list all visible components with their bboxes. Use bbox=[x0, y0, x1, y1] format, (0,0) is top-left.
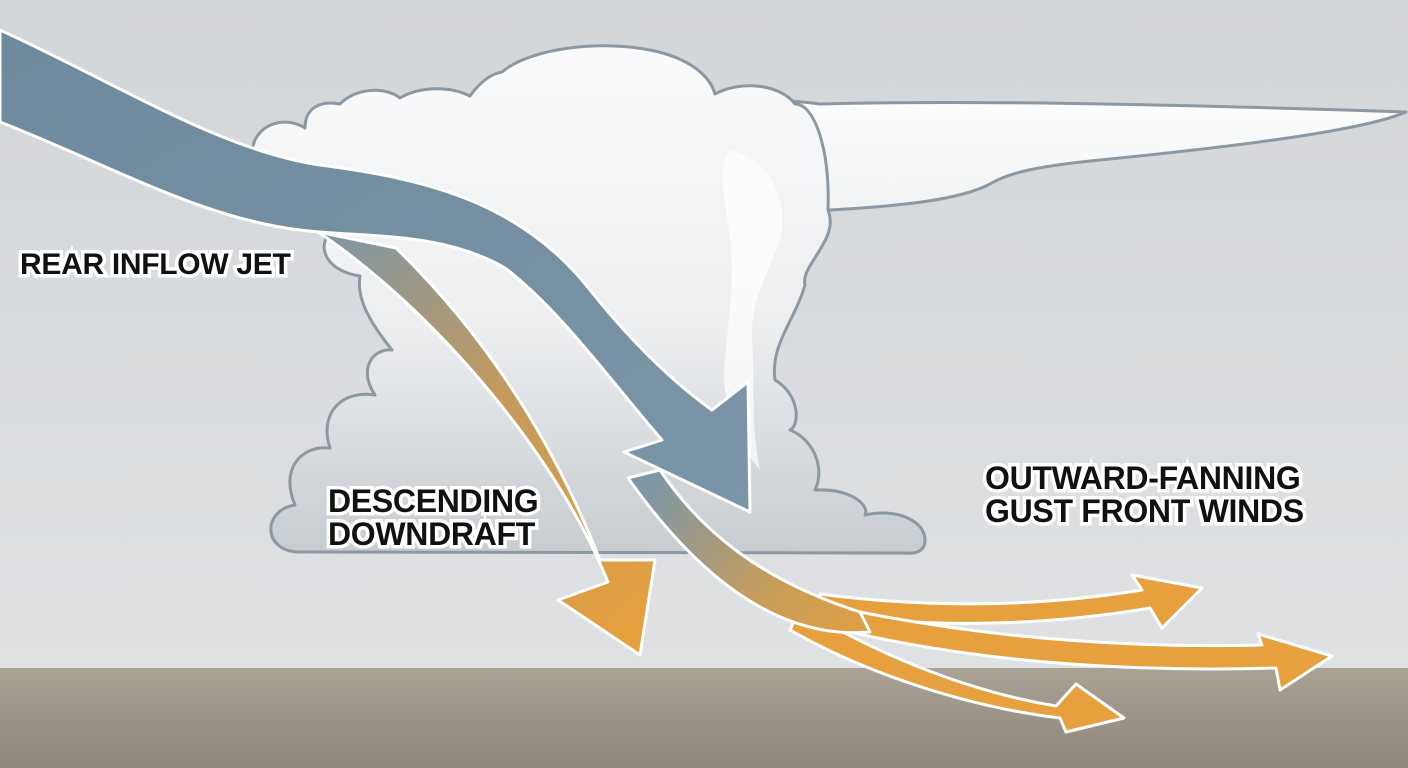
ground bbox=[0, 668, 1408, 768]
gust-arrow-middle bbox=[848, 610, 1334, 692]
gust-front-arrows bbox=[626, 468, 1334, 734]
label-gust-line2: GUST FRONT WINDS bbox=[982, 491, 1308, 530]
label-gust-front-winds: OUTWARD-FANNING GUST FRONT WINDS bbox=[982, 458, 1308, 530]
label-rear-inflow-jet: REAR INFLOW JET bbox=[17, 246, 295, 283]
label-rear-inflow-jet-text: REAR INFLOW JET bbox=[17, 246, 295, 283]
label-downdraft-line1: DESCENDING bbox=[324, 481, 542, 520]
label-descending-downdraft: DESCENDING DOWNDRAFT bbox=[324, 481, 542, 553]
rear-inflow-jet-arrow bbox=[0, 28, 752, 514]
downdraft-arrow bbox=[316, 230, 657, 657]
label-gust-line1: OUTWARD-FANNING bbox=[982, 458, 1305, 497]
label-downdraft-line2: DOWNDRAFT bbox=[324, 514, 538, 553]
gust-arrow-trunk bbox=[626, 468, 872, 635]
gust-arrow-lower bbox=[788, 606, 1126, 734]
